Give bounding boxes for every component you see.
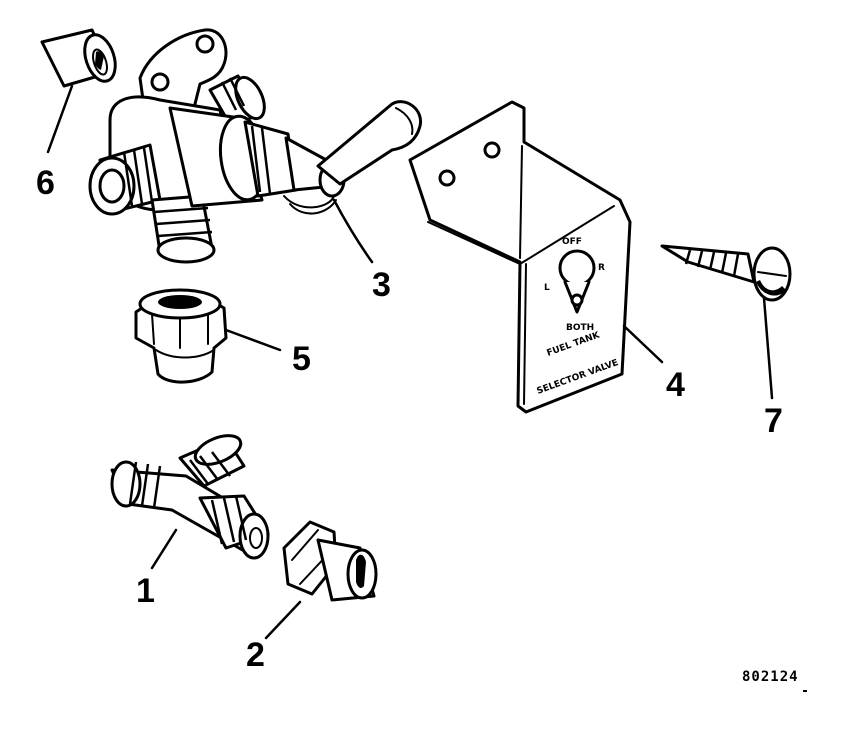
leader-6 (46, 84, 74, 154)
leader-5 (224, 328, 282, 352)
plate-right-label: R (598, 263, 605, 273)
part-5-flare-nut (134, 288, 228, 384)
part-7-screw (660, 244, 792, 302)
callout-6: 6 (36, 164, 55, 202)
drawing-code: 802124 (742, 669, 799, 685)
leader-7 (762, 296, 774, 400)
code-mark (803, 690, 807, 692)
part-2-union-nut (282, 520, 378, 602)
callout-3: 3 (372, 266, 391, 304)
leader-1 (150, 528, 178, 570)
plate-off-label: OFF (562, 237, 582, 247)
leader-lines (46, 84, 774, 640)
leader-3 (332, 198, 374, 264)
callout-1: 1 (136, 572, 155, 610)
callout-2: 2 (246, 636, 265, 674)
callout-7: 7 (764, 402, 783, 440)
callout-4: 4 (666, 366, 685, 404)
plate-both-label: BOTH (566, 323, 594, 333)
leader-4 (622, 324, 664, 364)
part-6-sleeve (40, 28, 117, 88)
part-4-mounting-bracket: OFF L R BOTH FUEL TANK SELECTOR VALVE (408, 100, 632, 414)
plate-left-label: L (544, 283, 550, 293)
leader-2 (264, 600, 302, 640)
part-3-selector-valve (88, 28, 423, 264)
part-1-tee-fitting (110, 434, 270, 560)
callout-5: 5 (292, 340, 311, 378)
